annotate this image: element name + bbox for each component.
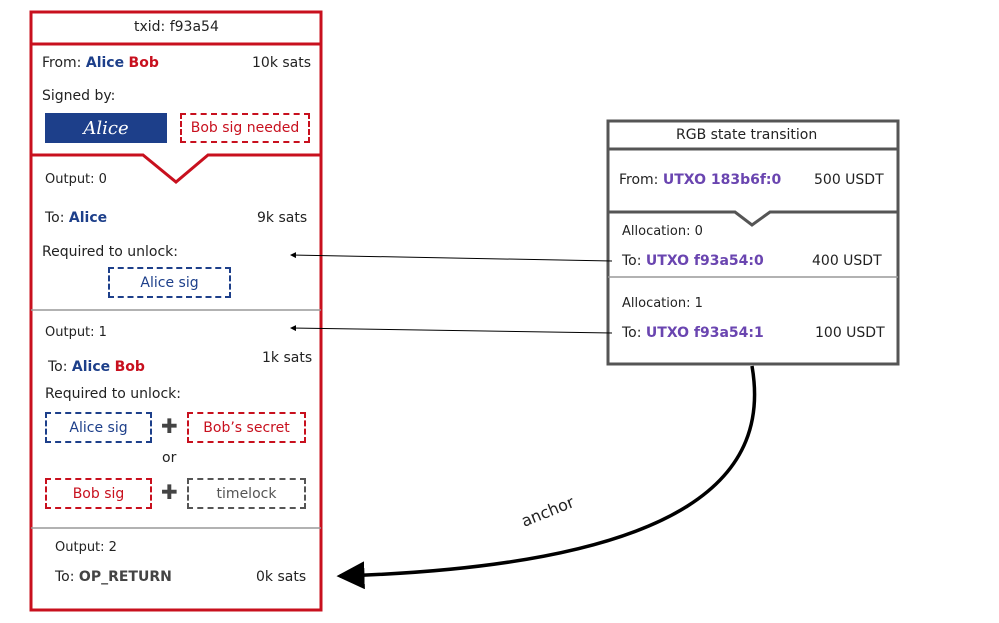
rgb-from-amount: 500 USDT [814,172,884,188]
to-label: To: [48,359,68,375]
to-alice: Alice [71,359,111,375]
bob-sig-needed: Bob sig needed [180,113,310,143]
allocation-1-utxo: UTXO f93a54:1 [645,325,764,341]
from-label: From: [42,55,82,71]
output-1-unlock-label: Required to unlock: [45,386,181,402]
tx-box [29,10,323,612]
output-1-timelock: timelock [187,478,306,509]
output-1-to: To: Alice Bob [48,359,145,375]
output-2-label: Output: 2 [55,540,117,555]
output-2-to: To: OP_RETURN [55,569,172,585]
input-from: From: Alice Bob [42,55,159,71]
allocation-0-amount: 400 USDT [812,253,882,269]
from-utxo: UTXO 183b6f:0 [662,172,782,188]
allocation-0-to: To: UTXO f93a54:0 [622,253,764,269]
tx-title: txid: f93a54 [134,19,219,35]
output-2-amount: 0k sats [256,569,307,585]
tx-input-notch [31,153,321,184]
output-1-bob-secret: Bob’s secret [187,412,306,443]
from-alice: Alice [85,55,125,71]
rgb-box [606,119,900,366]
allocation-1-label: Allocation: 1 [622,296,703,311]
output-1-amount: 1k sats [262,350,313,366]
allocation-1-amount: 100 USDT [815,325,885,341]
output-1-alice-sig: Alice sig [45,412,152,443]
anchor-arrow [336,365,757,590]
signed-by-label: Signed by: [42,88,116,104]
output-1-label: Output: 1 [45,325,107,340]
output-0-to: To: Alice [45,210,107,226]
plus-icon: ✚ [161,414,178,438]
or-label: or [162,450,177,466]
rgb-from: From: UTXO 183b6f:0 [619,172,781,188]
to-label: To: [45,210,65,226]
plus-icon: ✚ [161,480,178,504]
to-op-return: OP_RETURN [78,569,172,585]
output-0-alice-sig: Alice sig [108,267,231,298]
output-0-label: Output: 0 [45,172,107,187]
allocation-1-arrow [290,325,613,334]
to-label: To: [622,253,642,269]
allocation-0-arrow [290,252,613,262]
output-1-bob-sig: Bob sig [45,478,152,509]
alice-signature: Alice [45,113,167,143]
input-amount: 10k sats [252,55,312,71]
to-bob: Bob [114,359,145,375]
output-0-amount: 9k sats [257,210,308,226]
rgb-notch [608,210,898,227]
to-label: To: [622,325,642,341]
to-alice: Alice [68,210,108,226]
from-label: From: [619,172,659,188]
from-bob: Bob [128,55,159,71]
allocation-1-to: To: UTXO f93a54:1 [622,325,764,341]
to-label: To: [55,569,75,585]
allocation-0-utxo: UTXO f93a54:0 [645,253,764,269]
output-0-unlock-label: Required to unlock: [42,244,178,260]
allocation-0-label: Allocation: 0 [622,224,703,239]
rgb-title: RGB state transition [676,127,818,143]
